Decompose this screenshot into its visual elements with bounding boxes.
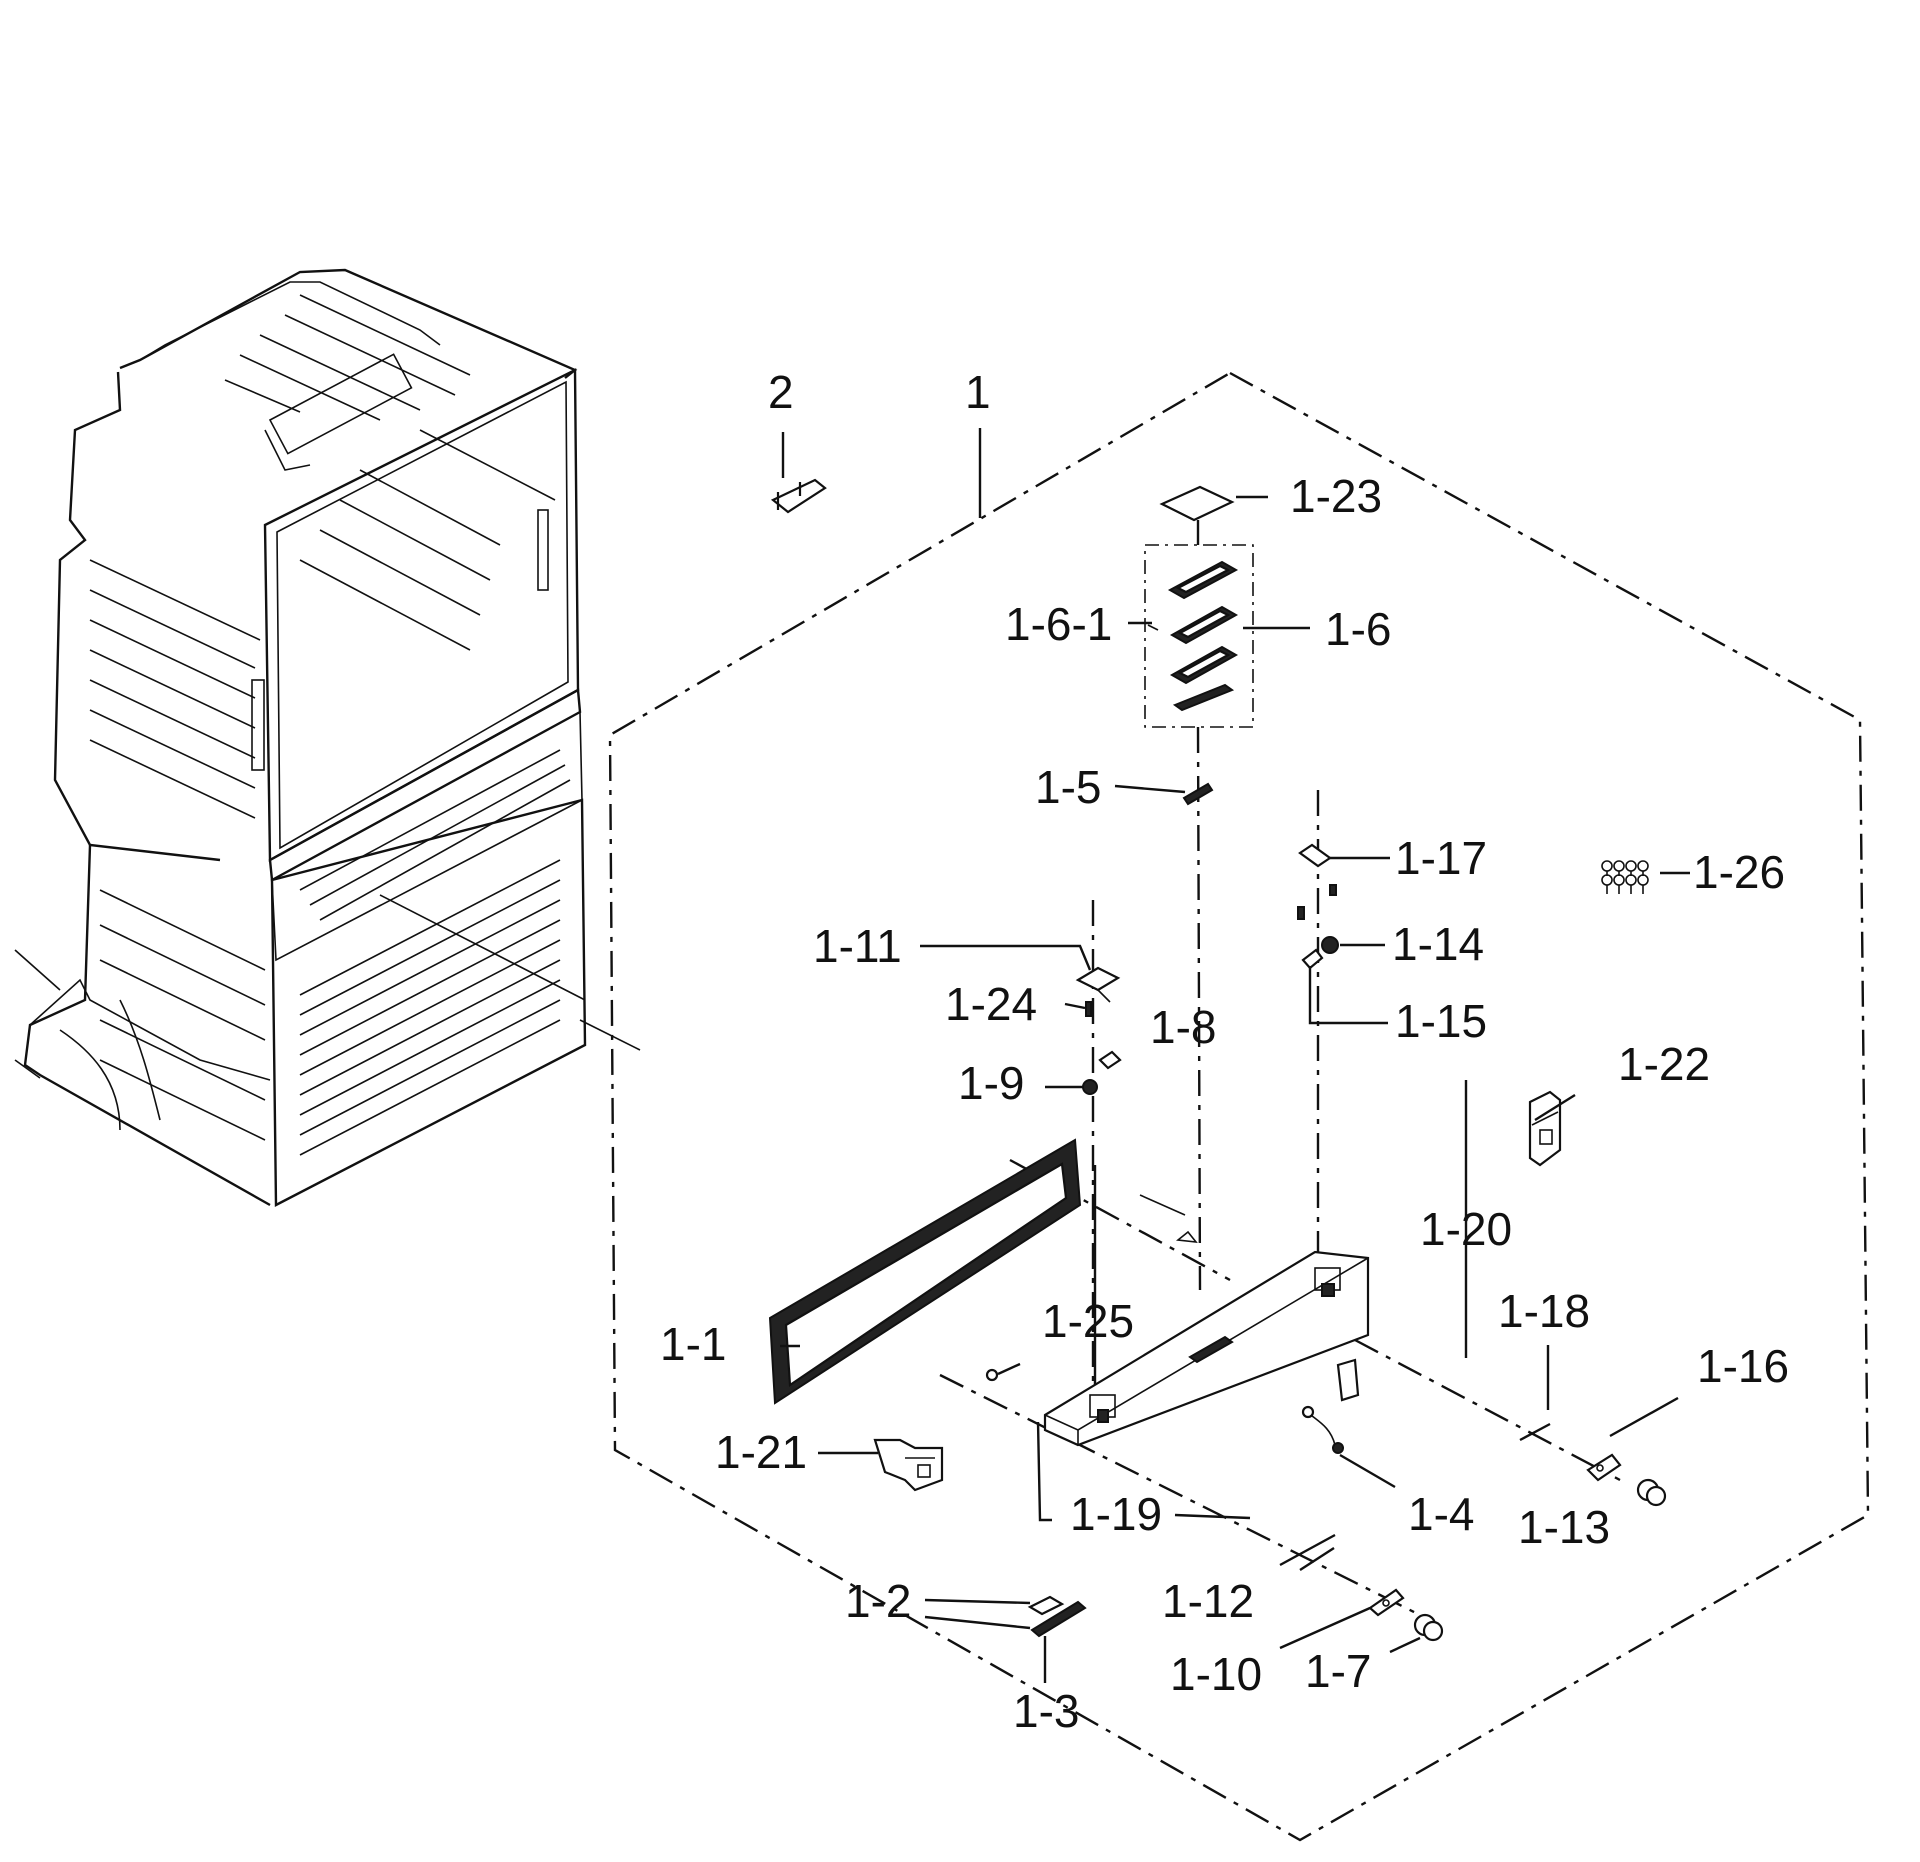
callout-1-22: 1-22 [1618, 1038, 1710, 1090]
part-1-9-icon [1082, 1079, 1098, 1095]
part-1-24-icon [1085, 1001, 1092, 1017]
part-1-4-icon [1301, 1405, 1344, 1454]
part-1-18-icon [1519, 1422, 1551, 1442]
callout-1-12: 1-12 [1162, 1575, 1254, 1627]
callout-1-17: 1-17 [1395, 832, 1487, 884]
callout-1-8: 1-8 [1150, 1001, 1216, 1053]
callout-1-16: 1-16 [1697, 1340, 1789, 1392]
part-1-13-icon [1636, 1478, 1667, 1507]
callout-1-18: 1-18 [1498, 1285, 1590, 1337]
leader-lines [780, 428, 1690, 1683]
part-1-26-icon [1601, 860, 1649, 894]
callout-1-3: 1-3 [1013, 1685, 1079, 1737]
part-1-10-icon [1368, 1588, 1405, 1617]
callout-1-1: 1-1 [660, 1318, 726, 1370]
assembly-guide-lines [939, 726, 1621, 1622]
callout-1-7: 1-7 [1305, 1645, 1371, 1697]
part-1-12-icon [1299, 1546, 1335, 1572]
callout-1-24: 1-24 [945, 978, 1037, 1030]
callout-1-26: 1-26 [1693, 846, 1785, 898]
callout-1-6: 1-6 [1325, 603, 1391, 655]
callout-1-10: 1-10 [1170, 1648, 1262, 1700]
part-1-6-icon [1144, 520, 1254, 728]
callout-1-13: 1-13 [1518, 1501, 1610, 1553]
part-1-23-icon [1159, 485, 1235, 522]
part-1-5-icon [1182, 782, 1214, 806]
part-1-7-icon [1413, 1613, 1444, 1642]
callout-1-14: 1-14 [1392, 918, 1484, 970]
part-1-11-icon [1075, 966, 1121, 1003]
part-1-16-icon [1586, 1453, 1622, 1482]
callout-2: 2 [768, 366, 794, 418]
callout-1-4: 1-4 [1408, 1488, 1474, 1540]
part-1-25-icon [985, 1368, 999, 1382]
callout-1-19: 1-19 [1070, 1488, 1162, 1540]
part-1-1-icon [768, 1138, 1082, 1405]
part-1-main-front-cover-icon [1043, 1194, 1370, 1447]
callout-labels: 2 1 1-23 1-6-1 1-6 1-5 1-17 1-26 1-14 1-… [660, 366, 1789, 1737]
callout-1-25: 1-25 [1042, 1295, 1134, 1347]
callout-1-23: 1-23 [1290, 470, 1382, 522]
callout-1-21: 1-21 [715, 1426, 807, 1478]
part-2-icon [770, 478, 827, 514]
callout-1-2: 1-2 [845, 1575, 911, 1627]
callout-1-5: 1-5 [1035, 761, 1101, 813]
part-1-3-icon [1030, 1600, 1087, 1638]
callout-1-15: 1-15 [1395, 995, 1487, 1047]
part-1-8-icon [1098, 1050, 1122, 1070]
part-1-15-icon [1301, 948, 1324, 970]
callout-1-11: 1-11 [813, 920, 902, 972]
part-1-22-icon [1528, 1090, 1562, 1167]
part-1-14-icon [1321, 936, 1339, 954]
callout-1-6-1: 1-6-1 [1005, 598, 1112, 650]
callout-1-20: 1-20 [1420, 1203, 1512, 1255]
assembly-boundary [608, 371, 1870, 1842]
part-1-2-icon [1027, 1595, 1065, 1616]
part-1-21-icon [873, 1438, 944, 1492]
callout-1: 1 [965, 366, 991, 418]
callout-1-9: 1-9 [958, 1057, 1024, 1109]
refrigerator-cabinet-illustration [14, 268, 641, 1207]
